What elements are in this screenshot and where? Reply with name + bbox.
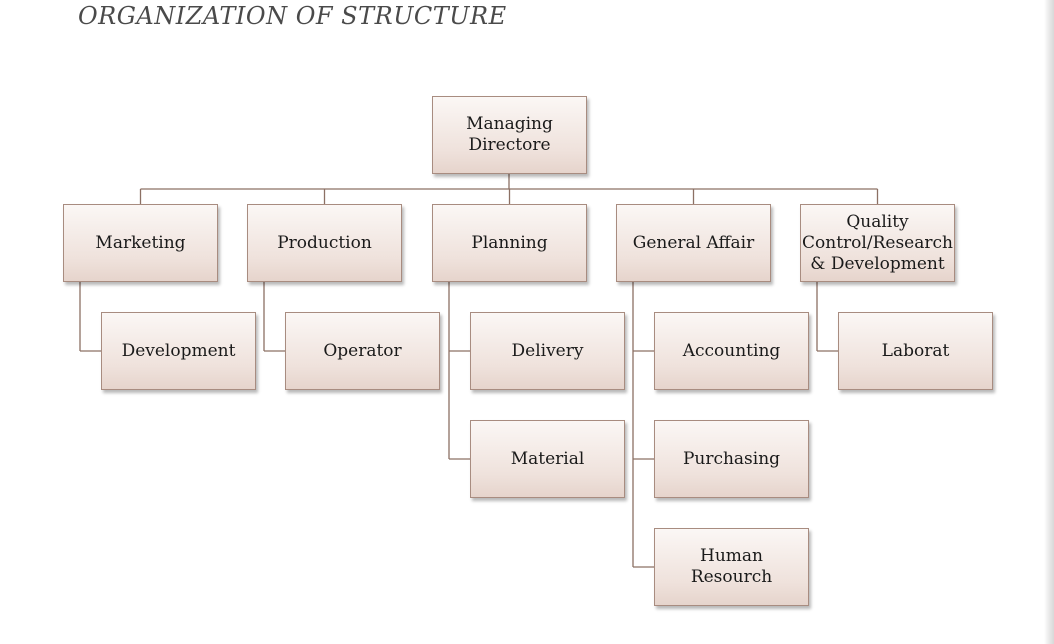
node-unit-accounting: Accounting <box>654 312 809 390</box>
node-managing-director: Managing Directore <box>432 96 587 174</box>
node-department-quality-control: Quality Control/Research & Development <box>800 204 955 282</box>
node-department-planning: Planning <box>432 204 587 282</box>
node-label: Marketing <box>95 232 186 253</box>
node-unit-material: Material <box>470 420 625 498</box>
node-label: Purchasing <box>682 448 781 469</box>
node-label: General Affair <box>632 232 755 253</box>
node-label: Production <box>277 232 372 253</box>
node-label: Human Resourch <box>690 546 773 587</box>
node-unit-delivery: Delivery <box>470 312 625 390</box>
node-unit-operator: Operator <box>285 312 440 390</box>
node-unit-development: Development <box>101 312 256 390</box>
node-unit-purchasing: Purchasing <box>654 420 809 498</box>
node-label: Accounting <box>682 340 781 361</box>
node-unit-human-resourch: Human Resourch <box>654 528 809 606</box>
node-label: Operator <box>323 340 402 361</box>
node-label: Laborat <box>881 340 950 361</box>
node-unit-laborat: Laborat <box>838 312 993 390</box>
node-label: Quality Control/Research & Development <box>802 211 953 274</box>
page-edge-shadow <box>1044 0 1054 644</box>
node-label: Managing Directore <box>466 114 553 155</box>
node-department-general-affair: General Affair <box>616 204 771 282</box>
node-label: Development <box>121 340 236 361</box>
node-label: Material <box>510 448 585 469</box>
node-label: Delivery <box>511 340 584 361</box>
node-label: Planning <box>471 232 548 253</box>
node-department-marketing: Marketing <box>63 204 218 282</box>
node-department-production: Production <box>247 204 402 282</box>
page-title: ORGANIZATION OF STRUCTURE <box>78 2 507 30</box>
